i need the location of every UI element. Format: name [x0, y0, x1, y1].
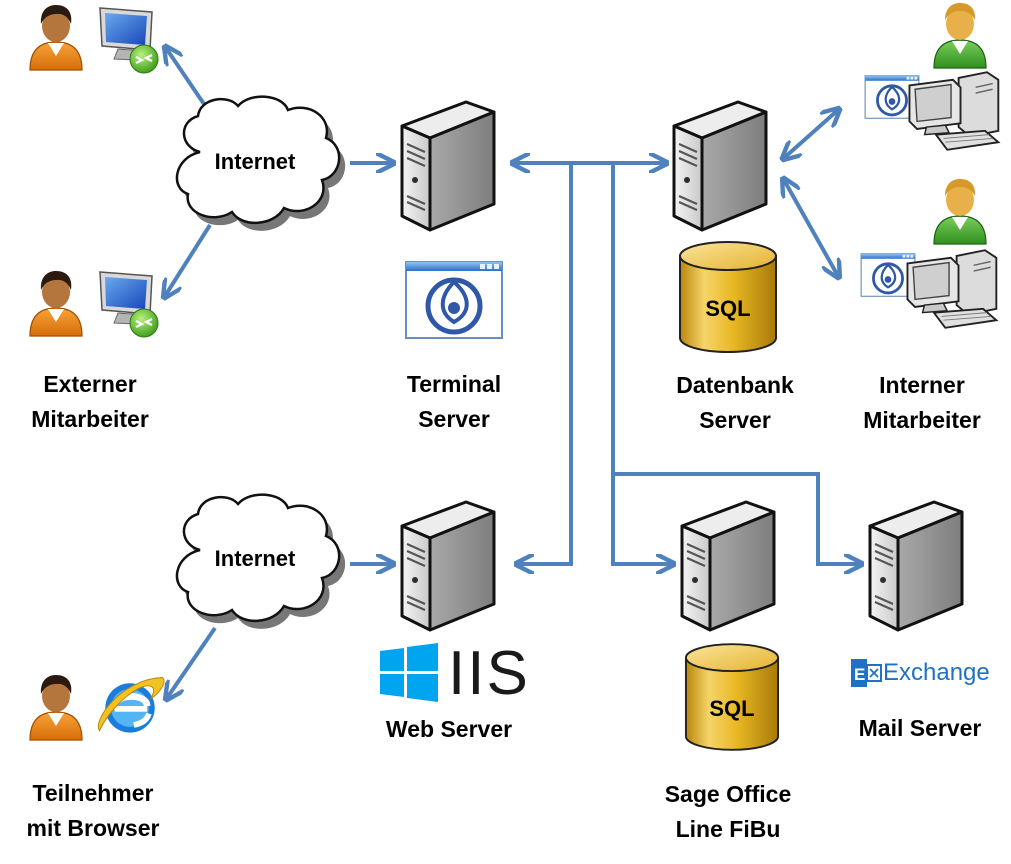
label-line: Sage Office — [664, 781, 792, 807]
label-line: Mail Server — [858, 715, 982, 741]
label-external-employee: Externer Mitarbeiter — [0, 367, 180, 437]
user-icon — [933, 2, 987, 69]
label-database-server: Datenbank Server — [645, 368, 825, 438]
user-icon — [29, 4, 83, 71]
remote-desktop-icon — [98, 6, 160, 75]
svg-text:E: E — [854, 665, 865, 684]
exchange-logo-icon: E — [851, 659, 882, 687]
server-icon — [400, 100, 496, 232]
label-terminal-server: Terminal Server — [374, 367, 534, 437]
label-mail-server: Mail Server — [830, 711, 1010, 746]
exchange-logo-text: Exchange — [883, 659, 990, 686]
connectors — [165, 48, 860, 698]
connector-bus-to-mail-server — [613, 472, 860, 564]
connector-database-to-internal-bottom — [784, 180, 838, 276]
internet-cloud-label-top: Internet — [214, 149, 296, 174]
workstation-icon — [908, 71, 1000, 151]
remote-desktop-icon — [98, 270, 160, 339]
windows-logo-icon — [380, 643, 438, 702]
label-line: Datenbank — [676, 372, 794, 398]
label-line: Externer — [43, 371, 137, 397]
app-window-icon — [406, 262, 502, 338]
server-icon — [868, 500, 964, 632]
workstation-icon — [906, 249, 998, 329]
user-icon — [29, 674, 83, 741]
label-line: Teilnehmer — [32, 780, 154, 806]
server-icon — [680, 500, 776, 632]
label-line: Server — [699, 407, 771, 433]
connector-internet-to-external-top — [166, 48, 210, 112]
label-line: Terminal — [406, 371, 502, 397]
label-web-server: Web Server — [359, 712, 539, 747]
label-line: Line FiBu — [675, 816, 781, 842]
label-internal-employee: Interner Mitarbeiter — [832, 368, 1011, 438]
connector-database-to-internal-top — [784, 110, 838, 158]
label-sage-server: Sage Office Line FiBu — [633, 777, 823, 847]
internet-explorer-icon — [98, 678, 164, 733]
database-label-bottom: SQL — [709, 696, 755, 721]
label-line: Interner — [879, 372, 965, 398]
user-icon — [29, 270, 83, 337]
connector-internet-to-browser-participant — [167, 626, 217, 698]
server-icon — [400, 500, 496, 632]
label-line: Mitarbeiter — [31, 406, 149, 432]
connector-internet-to-external-bottom — [165, 223, 212, 296]
label-browser-participant: Teilnehmer mit Browser — [0, 776, 186, 846]
connector-bus-to-web-server — [518, 163, 573, 564]
connector-bus-to-sage-server — [611, 163, 672, 564]
user-icon — [933, 178, 987, 245]
label-line: mit Browser — [26, 815, 160, 841]
internet-cloud-label-bottom: Internet — [214, 546, 296, 571]
label-line: Mitarbeiter — [863, 407, 981, 433]
server-icon — [672, 100, 768, 232]
iis-logo-text: IIS — [448, 639, 530, 708]
label-line: Server — [418, 406, 490, 432]
database-label-top: SQL — [705, 296, 751, 321]
label-line: Web Server — [385, 716, 513, 742]
